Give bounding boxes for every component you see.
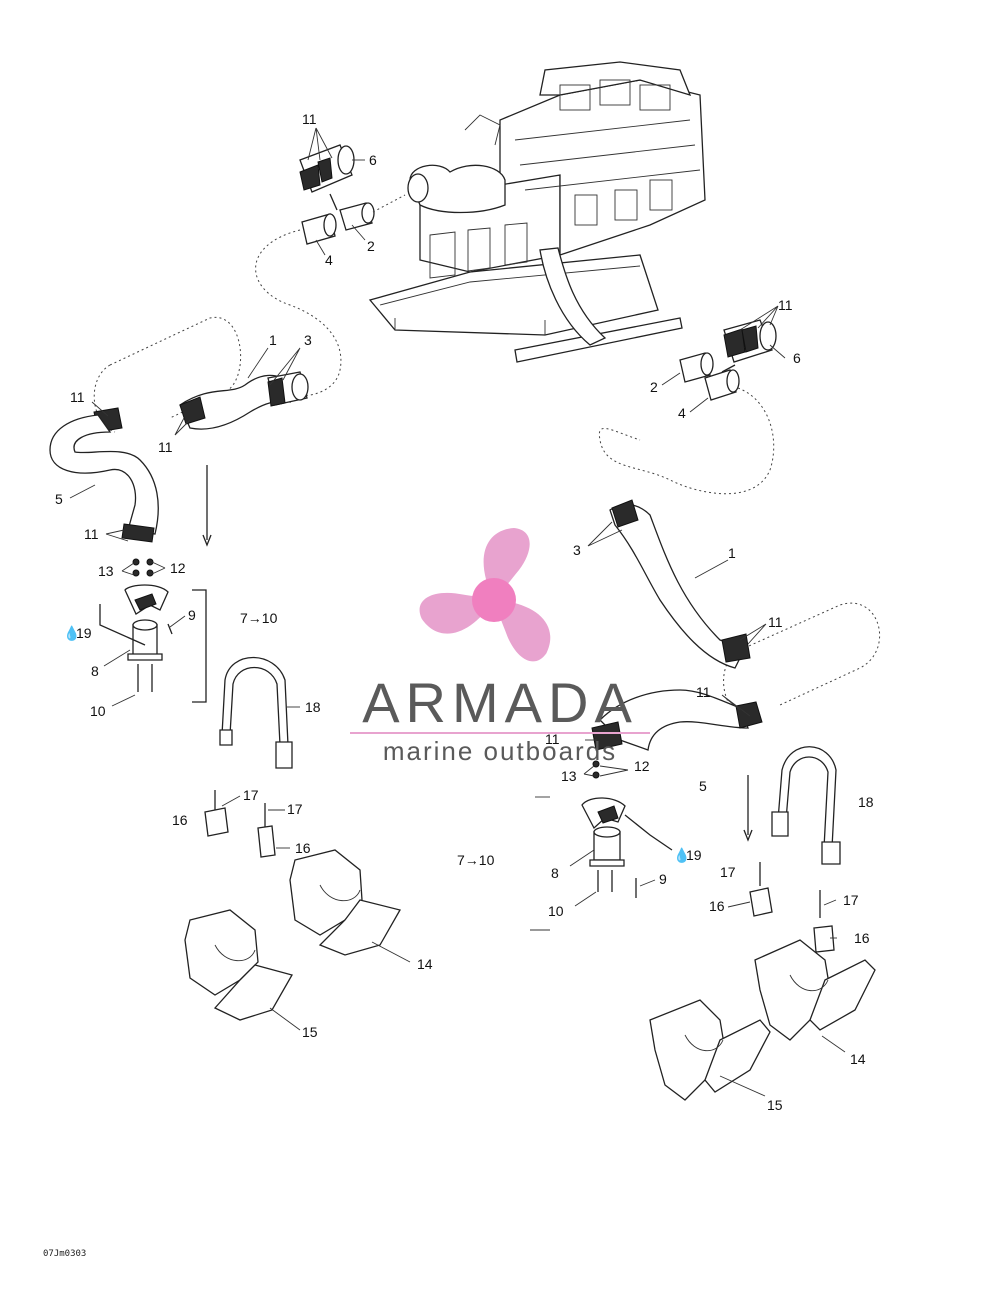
callout-13: 13 xyxy=(561,768,577,784)
callout-19: 19 xyxy=(76,625,92,641)
callout-18: 18 xyxy=(305,699,321,715)
callout-15: 15 xyxy=(302,1024,318,1040)
blocks-right xyxy=(649,939,876,1101)
callout-15: 15 xyxy=(767,1097,783,1113)
callout-2: 2 xyxy=(367,238,375,254)
drawing-code: 07Jm0303 xyxy=(43,1249,86,1259)
callout-18: 18 xyxy=(858,794,874,810)
callout-17: 17 xyxy=(843,892,859,908)
drain-fitting-group-left xyxy=(99,558,173,692)
callout-7-to-10: 7→10 xyxy=(457,852,495,868)
callout-12: 12 xyxy=(634,758,650,774)
callout-11: 11 xyxy=(768,614,783,630)
callout-3: 3 xyxy=(573,542,581,558)
leader-lines xyxy=(69,127,846,1097)
callout-19-drop: 💧 xyxy=(673,847,690,864)
callout-10: 10 xyxy=(548,903,564,919)
callout-11: 11 xyxy=(545,731,560,747)
callout-17: 17 xyxy=(243,787,259,803)
callout-4: 4 xyxy=(678,405,686,421)
brackets-right xyxy=(749,862,835,953)
callout-11: 11 xyxy=(778,297,793,313)
callout-2: 2 xyxy=(650,379,658,395)
callout-10: 10 xyxy=(90,703,106,719)
watermark-tagline: marine outboards xyxy=(383,736,617,766)
callout-14: 14 xyxy=(850,1051,866,1067)
callout-17: 17 xyxy=(720,864,736,880)
callout-13: 13 xyxy=(98,563,114,579)
callout-19: 19 xyxy=(686,847,702,863)
callout-16: 16 xyxy=(709,898,725,914)
callout-1: 1 xyxy=(269,332,277,348)
watermark-logo: ARMADA marine outboards xyxy=(350,528,650,766)
callout-16: 16 xyxy=(295,840,311,856)
callout-6: 6 xyxy=(369,152,377,168)
right-exhaust-assembly xyxy=(581,319,881,898)
callout-8: 8 xyxy=(91,663,99,679)
callout-12: 12 xyxy=(170,560,186,576)
engine-illustration xyxy=(368,61,706,363)
callout-7-to-10: 7→10 xyxy=(240,610,278,626)
callout-5: 5 xyxy=(699,778,707,794)
brackets-left xyxy=(204,790,276,858)
callout-6: 6 xyxy=(793,350,801,366)
callout-11: 11 xyxy=(70,389,85,405)
callout-4: 4 xyxy=(325,252,333,268)
callout-11: 11 xyxy=(158,439,173,455)
callout-11: 11 xyxy=(696,684,711,700)
callout-17: 17 xyxy=(287,801,303,817)
callout-11: 11 xyxy=(84,526,99,542)
propeller-icon xyxy=(419,528,551,662)
watermark-brand: ARMADA xyxy=(362,671,638,734)
callout-9: 9 xyxy=(659,871,667,887)
callout-5: 5 xyxy=(55,491,63,507)
strap-right xyxy=(771,746,841,865)
propeller-hub xyxy=(472,578,516,622)
left-exhaust-assembly xyxy=(49,144,406,703)
callout-1: 1 xyxy=(728,545,736,561)
strap-left xyxy=(219,657,293,769)
callout-16: 16 xyxy=(172,812,188,828)
callout-19-drop: 💧 xyxy=(63,625,80,642)
callout-8: 8 xyxy=(551,865,559,881)
drain-fitting-group-right xyxy=(581,760,673,898)
callout-9: 9 xyxy=(188,607,196,623)
callout-14: 14 xyxy=(417,956,433,972)
callout-11: 11 xyxy=(302,111,317,127)
callout-16: 16 xyxy=(854,930,870,946)
callout-labels: 11 6 2 4 1 3 11 11 5 11 13 12 9 💧 19 8 1… xyxy=(43,111,874,1259)
blocks-left xyxy=(184,849,401,1021)
callout-3: 3 xyxy=(304,332,312,348)
